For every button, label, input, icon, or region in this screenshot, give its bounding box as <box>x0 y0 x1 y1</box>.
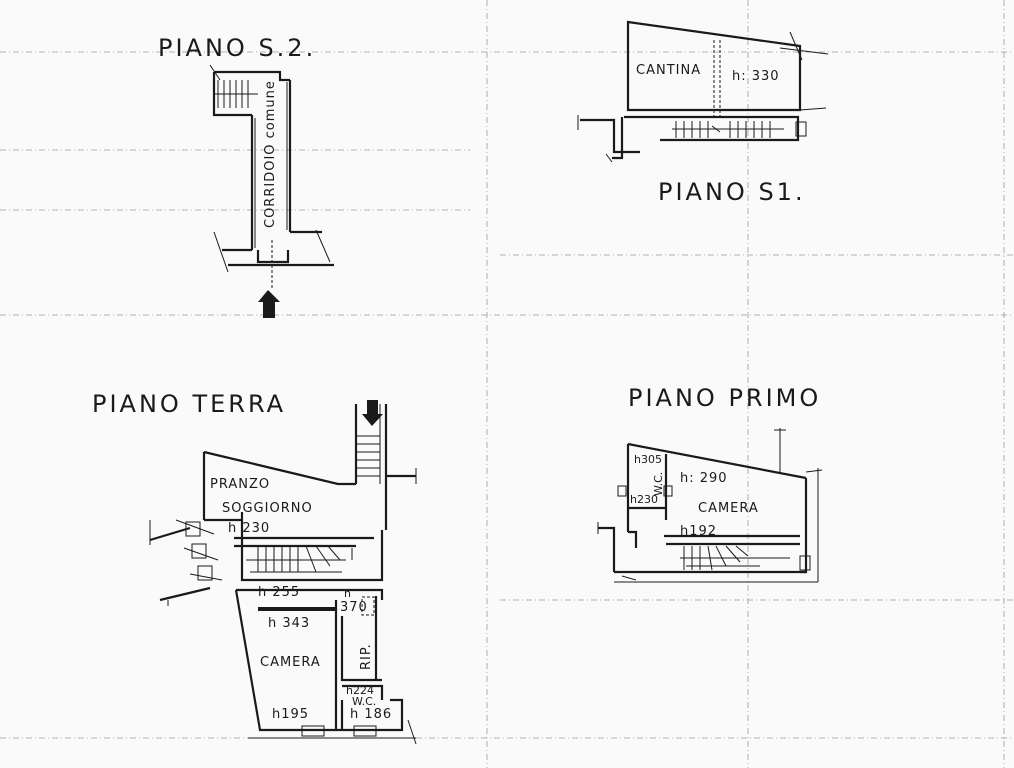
room-label-camera-primo: CAMERA <box>698 501 759 516</box>
stair-treads-terra-internal <box>246 545 346 573</box>
room-label-rip: RIP. <box>359 643 374 670</box>
plan-piano-terra: PIANO TERRA <box>92 390 417 745</box>
plan-piano-s1: CANTINA h: 330 PIANO S1. <box>577 20 829 206</box>
corridor-label: CORRIDOIO comune <box>263 80 278 228</box>
plan-title-s1: PIANO S1. <box>658 178 806 206</box>
plan-title-s2: PIANO S.2. <box>158 34 316 62</box>
height-label-305: h305 <box>634 453 662 466</box>
stair-treads-s1 <box>672 121 784 138</box>
stair-treads-primo <box>680 545 790 571</box>
height-label-cantina: h: 330 <box>732 69 780 84</box>
height-label-370: 370 <box>340 600 368 615</box>
height-label-195: h195 <box>272 707 309 722</box>
room-label-pranzo: PRANZO <box>210 477 270 492</box>
plan-title-primo: PIANO PRIMO <box>628 384 821 412</box>
height-label-wc-terra: h224 <box>346 684 374 697</box>
height-label-soggiorno: h 230 <box>228 521 270 536</box>
height-label-186: h 186 <box>350 707 392 722</box>
height-label-255: h 255 <box>258 585 300 600</box>
stair-treads-terra-entrance <box>356 435 380 477</box>
plan-title-terra: PIANO TERRA <box>92 390 286 418</box>
room-label-camera-terra: CAMERA <box>260 655 321 670</box>
height-label-192: h192 <box>680 524 717 539</box>
room-label-cantina: CANTINA <box>636 63 701 78</box>
room-label-wc-terra: W.C. <box>352 695 376 708</box>
height-label-290: h: 290 <box>680 471 728 486</box>
height-label-230-primo: h230 <box>630 493 658 506</box>
height-label-343: h 343 <box>268 616 310 631</box>
stair-treads-s2 <box>214 80 258 108</box>
plan-piano-s2: PIANO S.2. CORRIDOIO comune <box>158 34 334 318</box>
plan-piano-primo: PIANO PRIMO <box>597 384 823 583</box>
room-label-soggiorno: SOGGIORNO <box>222 501 313 516</box>
entrance-arrow-icon <box>258 290 280 318</box>
room-label-wc-primo: W.C. <box>652 472 665 496</box>
entrance-arrow-down-icon <box>362 400 383 426</box>
height-label-370-prefix: h <box>344 587 351 600</box>
window-jambs-terra <box>175 519 223 581</box>
